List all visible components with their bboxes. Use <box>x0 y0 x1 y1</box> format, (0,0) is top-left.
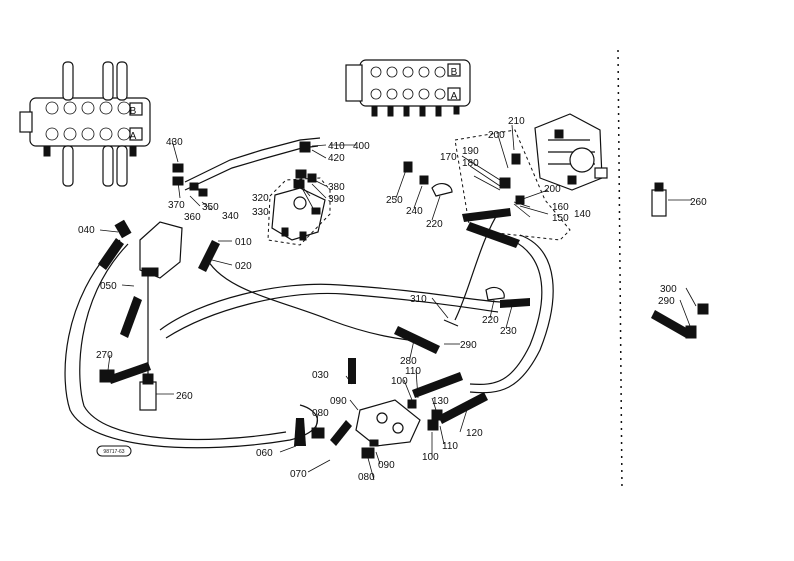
fitting-320 <box>295 169 307 179</box>
fitting-100-lower <box>427 419 439 431</box>
hydraulic-pump <box>534 113 608 191</box>
lift-valve-unit <box>271 187 326 241</box>
valve-260-right <box>651 189 667 217</box>
control-valve-left <box>19 61 151 187</box>
port-label-b-middle: B <box>451 67 458 78</box>
fitting-290-right <box>651 310 690 338</box>
part-label-100-lower: 100 <box>422 452 439 463</box>
part-label-360: 360 <box>184 212 201 223</box>
fitting-080-lower <box>311 427 325 439</box>
fitting-300-right <box>697 303 709 315</box>
part-label-170: 170 <box>440 152 457 163</box>
part-label-280: 280 <box>400 356 417 367</box>
fitting-130 <box>431 409 443 421</box>
part-label-100-upper: 100 <box>391 376 408 387</box>
hose-fittings <box>98 208 520 446</box>
fitting-080-bottom <box>361 447 375 459</box>
distribution-block <box>355 399 421 447</box>
hose-right-inner <box>469 239 543 385</box>
part-label-060: 060 <box>256 448 273 459</box>
hose-pressure-a <box>159 283 501 331</box>
part-label-340: 340 <box>222 211 239 222</box>
part-label-290-main: 290 <box>460 340 477 351</box>
part-labels: 010 020 030 040 050 060 070 080 080 090 … <box>78 116 707 483</box>
reference-stamp <box>96 445 132 457</box>
part-label-130: 130 <box>432 396 449 407</box>
part-label-080-lower: 080 <box>358 472 375 483</box>
pipe-upper-a <box>184 137 321 183</box>
part-label-090-lower: 090 <box>378 460 395 471</box>
part-label-400: 400 <box>353 141 370 152</box>
part-label-010: 010 <box>235 237 252 248</box>
part-label-370: 370 <box>168 200 185 211</box>
suction-filter <box>114 219 183 279</box>
part-label-050: 050 <box>100 281 117 292</box>
part-label-090-upper: 090 <box>330 396 347 407</box>
valve-260-left <box>139 381 157 411</box>
hose-return-inner <box>79 243 287 441</box>
part-label-310: 310 <box>410 294 427 305</box>
part-label-260-left: 260 <box>176 391 193 402</box>
fitting-430 <box>172 163 184 173</box>
part-label-110-upper: 110 <box>405 366 421 377</box>
part-label-080-upper: 080 <box>312 408 329 419</box>
dashed-group-lift <box>267 177 331 246</box>
part-label-020: 020 <box>235 261 252 272</box>
part-label-110-lower: 110 <box>442 441 458 452</box>
fitting-330 <box>293 179 305 189</box>
part-label-220-upper: 220 <box>426 219 443 230</box>
hose-suction <box>204 254 431 343</box>
fitting-340 <box>198 188 208 197</box>
part-label-330: 330 <box>252 207 269 218</box>
hose-pressure-b <box>165 292 499 339</box>
port-label-a-left: A <box>130 131 137 142</box>
part-label-290-right: 290 <box>658 296 675 307</box>
port-label-a-middle: A <box>451 91 458 102</box>
fitting-350 <box>189 182 199 191</box>
part-label-120: 120 <box>466 428 483 439</box>
part-label-320: 320 <box>252 193 269 204</box>
part-label-410: 410 <box>328 141 345 152</box>
right-side-parts <box>403 153 530 327</box>
port-label-b-left: B <box>130 106 137 117</box>
leader-lines <box>99 124 697 481</box>
part-label-260-right: 260 <box>690 197 707 208</box>
hose-pump-down <box>454 209 501 321</box>
part-label-250: 250 <box>386 195 403 206</box>
panel-divider <box>617 49 623 491</box>
part-label-390: 390 <box>328 194 345 205</box>
control-valve-middle <box>345 59 471 117</box>
part-label-230: 230 <box>500 326 517 337</box>
part-label-140: 140 <box>574 209 591 220</box>
hose-return-outer <box>64 239 319 449</box>
part-label-160: 160 <box>552 202 569 213</box>
reference-stamp-text: 98717-63 <box>103 449 124 455</box>
fitting-090-bottom <box>369 439 379 447</box>
part-label-180: 180 <box>462 158 479 169</box>
part-label-200-lower: 200 <box>544 184 561 195</box>
part-label-300: 300 <box>660 284 677 295</box>
hose-right-outer <box>469 234 554 394</box>
part-label-070: 070 <box>290 469 307 480</box>
part-label-210: 210 <box>508 116 525 127</box>
part-label-240: 240 <box>406 206 423 217</box>
part-label-420: 420 <box>328 153 345 164</box>
part-label-270: 270 <box>96 350 113 361</box>
part-label-220-lower: 220 <box>482 315 499 326</box>
part-label-380: 380 <box>328 182 345 193</box>
part-label-200-upper: 200 <box>488 130 505 141</box>
part-label-030: 030 <box>312 370 329 381</box>
part-label-150: 150 <box>552 213 569 224</box>
part-label-430: 430 <box>166 137 183 148</box>
fitting-380 <box>307 173 317 183</box>
fitting-270 <box>99 369 115 383</box>
part-label-190: 190 <box>462 146 479 157</box>
dashed-group-pump <box>454 129 571 241</box>
fitting-410 <box>299 141 311 153</box>
part-label-040: 040 <box>78 225 95 236</box>
part-label-350: 350 <box>202 202 219 213</box>
